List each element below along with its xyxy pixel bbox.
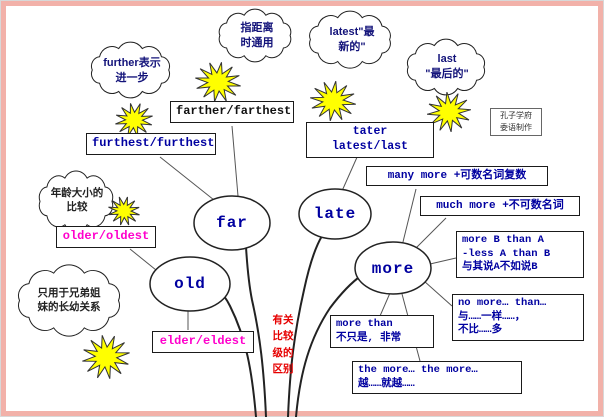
cloud-distance-label: 指距离 时通用 [240,22,274,49]
cloud-siblings-label: 只用于兄弟姐 妹的长幼关系 [37,287,101,314]
box-more-b-than-a: more B than A -less A than B 与其说A不如说B [456,231,584,278]
box-no-more-than: no more… than… 与……一样……， 不比……多 [452,294,584,341]
node-late-label: late [313,205,357,223]
box-much-more: much more +不可数名词 [420,196,580,217]
cloud-latest-label: latest"最 新的" [329,26,375,53]
box-furthest-furthest: furthest/furthest [86,133,216,155]
node-ellipse-far [193,195,271,251]
box-later-latest-last: tater latest/last [306,122,434,158]
cloud-last-label: last "最后的" [425,53,469,80]
node-ellipse-more [354,241,432,295]
cloud-further-label: further表示 进一步 [103,57,161,84]
box-more-than: more than 不只是, 非常 [330,315,434,349]
starburst-icon [306,77,360,125]
starburst-icon [77,330,135,384]
trunk-title: 有关 比较 级的 区别 [272,314,294,375]
box-the-more-the-more: the more… the more… 越……就越…… [352,361,522,395]
node-ellipses [149,188,432,312]
box-many-more: many more +可数名词复数 [366,166,548,187]
node-ellipse-late [298,188,372,240]
node-more-label: more [371,260,415,278]
cloud-age-label: 年龄大小的 比较 [50,187,104,214]
node-old-label: old [174,275,206,293]
credit-stamp: 孔子学府 委语制作 [490,108,542,136]
box-older-oldest: older/oldest [56,226,156,248]
node-far-label: far [216,214,248,232]
box-elder-eldest: elder/eldest [152,331,254,353]
node-ellipse-old [149,256,231,312]
box-farther-farthest: farther/farthest [170,101,294,123]
starburst-icon [191,57,245,107]
